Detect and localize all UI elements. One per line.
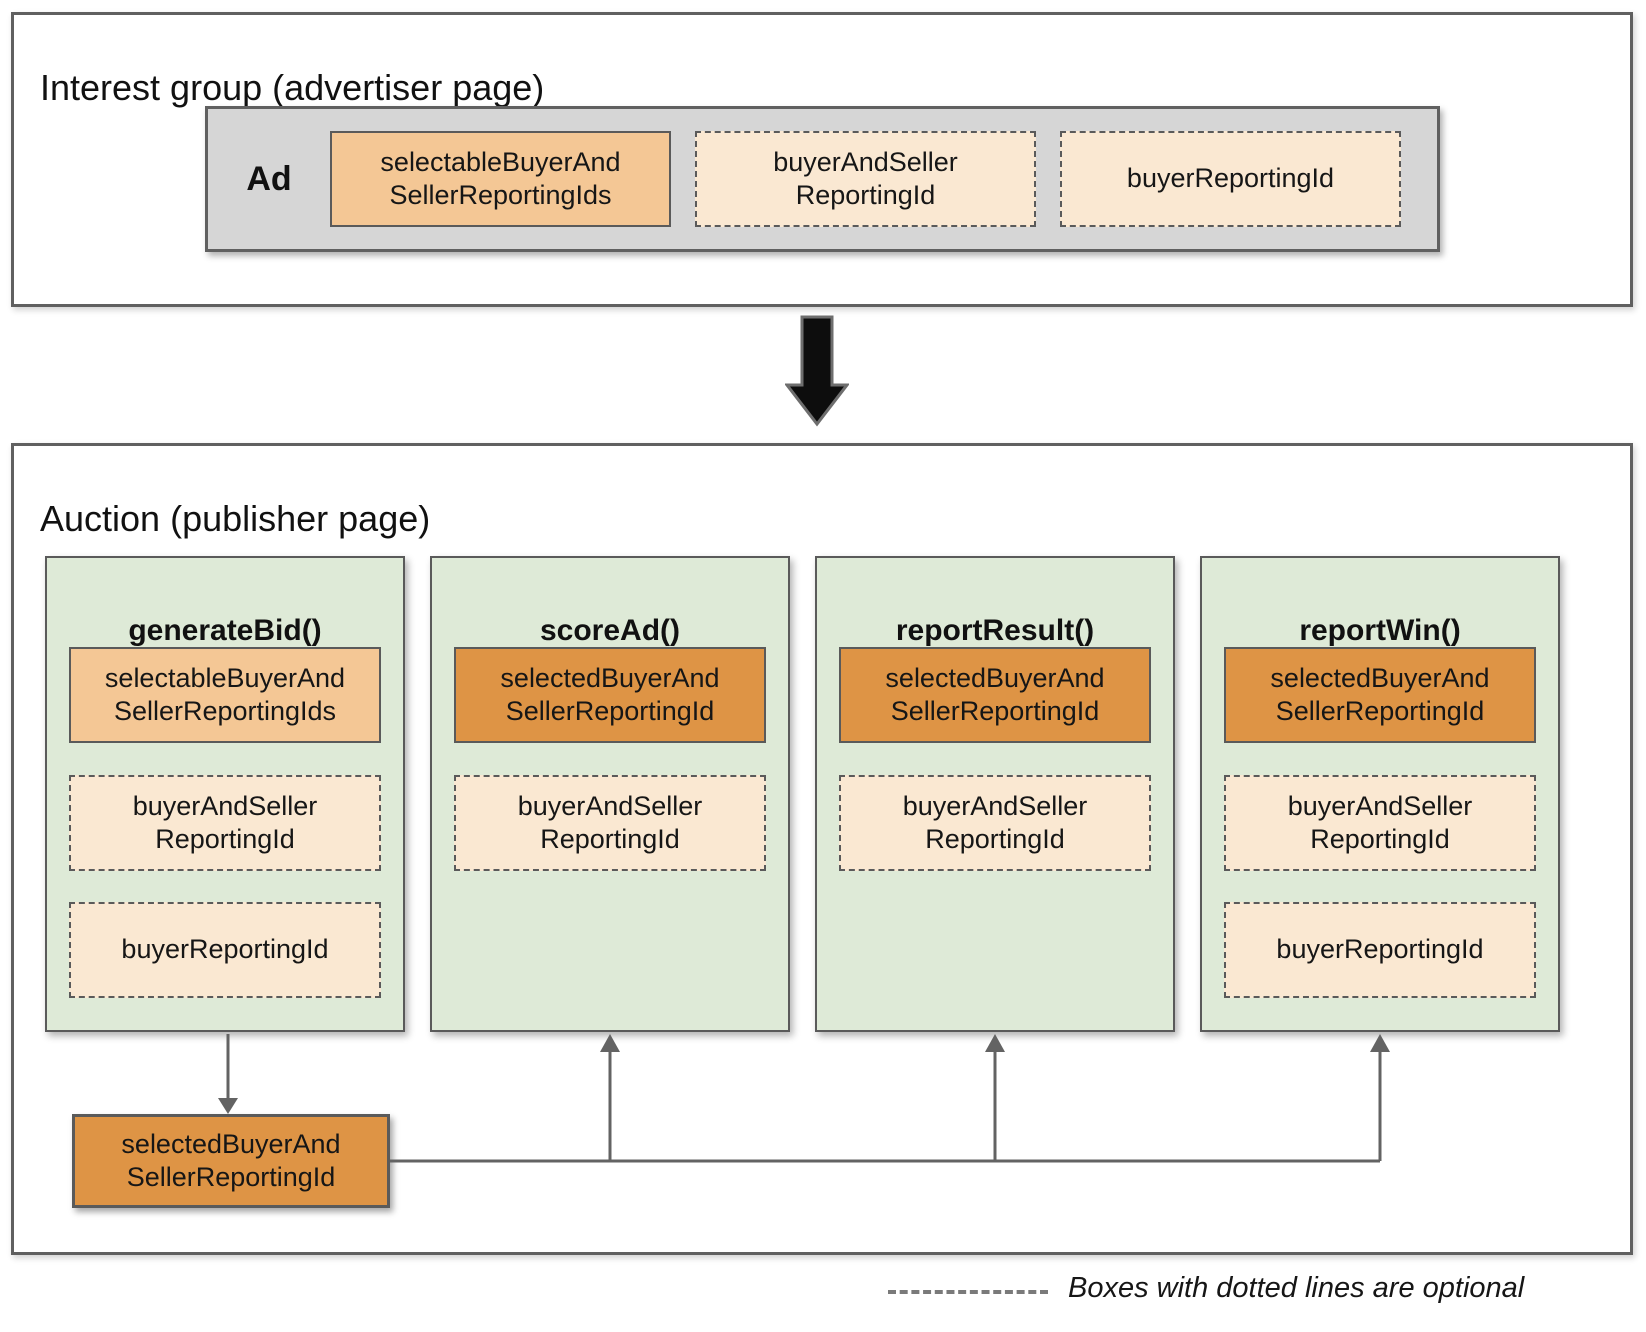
function-panel-reportresult: reportResult() selectedBuyerAnd SellerRe… [815, 556, 1175, 1032]
box-label-line: buyerAndSeller [902, 790, 1088, 821]
function-panel-generatebid: generateBid() selectableBuyerAnd SellerR… [45, 556, 405, 1032]
box-label-line: ReportingId [795, 180, 936, 210]
box-label-line: buyerReportingId [121, 934, 329, 965]
box-buyer-and-seller-reporting-id: buyerAndSeller ReportingId [695, 131, 1036, 227]
box-buyer-reporting-id: buyerReportingId [69, 902, 381, 998]
box-label-line: buyerAndSeller [132, 790, 318, 821]
box-selected-buyer-and-seller-reporting-id: selectedBuyerAnd SellerReportingId [454, 647, 766, 743]
box-label-line: selectableBuyerAnd [380, 146, 621, 177]
box-label-line: buyerReportingId [1276, 934, 1484, 965]
box-label-line: selectableBuyerAnd [104, 662, 346, 693]
box-label-line: SellerReportingId [505, 696, 715, 726]
function-name: generateBid() [128, 614, 322, 647]
function-panel-reportwin: reportWin() selectedBuyerAnd SellerRepor… [1200, 556, 1560, 1032]
box-buyer-and-seller-reporting-id: buyerAndSeller ReportingId [1224, 775, 1536, 871]
box-label-line: buyerReportingId [1126, 163, 1335, 194]
down-arrow-icon [785, 315, 849, 427]
box-label-line: selectedBuyerAnd [885, 662, 1105, 693]
interest-group-title: Interest group (advertiser page) [40, 66, 545, 108]
box-selectable-buyer-and-seller-reporting-ids: selectableBuyerAnd SellerReportingIds [69, 647, 381, 743]
box-buyer-and-seller-reporting-id: buyerAndSeller ReportingId [839, 775, 1151, 871]
interest-group-panel: Interest group (advertiser page) Ad sele… [11, 12, 1633, 307]
box-label-line: SellerReportingId [126, 1162, 336, 1192]
box-buyer-and-seller-reporting-id: buyerAndSeller ReportingId [69, 775, 381, 871]
box-label-line: selectedBuyerAnd [1270, 662, 1490, 693]
box-buyer-and-seller-reporting-id: buyerAndSeller ReportingId [454, 775, 766, 871]
box-label-line: ReportingId [155, 824, 295, 854]
box-label-line: selectedBuyerAnd [121, 1128, 341, 1159]
box-label-line: SellerReportingId [1275, 696, 1485, 726]
function-name: scoreAd() [539, 614, 681, 647]
box-label-line: buyerAndSeller [773, 146, 958, 177]
function-name: reportWin() [1299, 614, 1461, 647]
box-label-line: ReportingId [925, 824, 1065, 854]
ad-label: Ad [246, 159, 292, 198]
ad-container: Ad selectableBuyerAnd SellerReportingIds… [205, 106, 1440, 252]
box-label-line: buyerAndSeller [517, 790, 703, 821]
box-label-line: SellerReportingIds [389, 180, 612, 210]
box-label-line: SellerReportingId [890, 696, 1100, 726]
box-selected-buyer-and-seller-reporting-id: selectedBuyerAnd SellerReportingId [839, 647, 1151, 743]
box-label-line: selectedBuyerAnd [500, 662, 720, 693]
box-label-line: ReportingId [540, 824, 680, 854]
function-name: reportResult() [895, 614, 1095, 647]
legend: Boxes with dotted lines are optional [0, 1262, 1646, 1332]
box-selected-buyer-and-seller-reporting-id: selectedBuyerAnd SellerReportingId [1224, 647, 1536, 743]
dashed-line-sample [888, 1290, 1048, 1294]
box-buyer-reporting-id: buyerReportingId [1060, 131, 1401, 227]
auction-title: Auction (publisher page) [40, 497, 431, 539]
function-panel-scoread: scoreAd() selectedBuyerAnd SellerReporti… [430, 556, 790, 1032]
box-buyer-reporting-id: buyerReportingId [1224, 902, 1536, 998]
legend-text: Boxes with dotted lines are optional [1068, 1272, 1525, 1304]
box-selected-buyer-and-seller-reporting-id-output: selectedBuyerAnd SellerReportingId [72, 1114, 390, 1208]
box-label-line: SellerReportingIds [113, 696, 337, 726]
box-label-line: ReportingId [1310, 824, 1450, 854]
auction-panel: Auction (publisher page) generateBid() s… [11, 443, 1633, 1255]
box-selectable-buyer-and-seller-reporting-ids: selectableBuyerAnd SellerReportingIds [330, 131, 671, 227]
box-label-line: buyerAndSeller [1287, 790, 1473, 821]
